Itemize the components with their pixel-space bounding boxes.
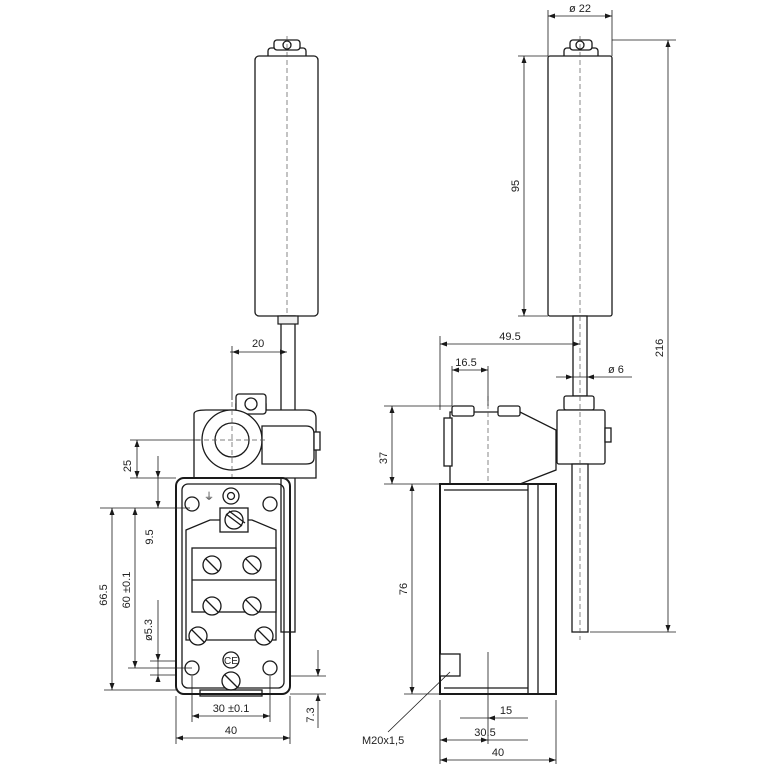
dim-cap-16-5: 16.5 [455,357,476,369]
dim-height-25: 25 [122,460,134,472]
dim-roller-dia: ø 22 [569,3,591,15]
dim-body-76: 76 [398,583,410,595]
front-roller [254,36,319,330]
dim-roller-offset: 20 [252,338,264,350]
dim-height-66-5: 66.5 [98,584,110,605]
side-view: ø 22 95 216 49.5 16.5 ø 6 37 76 15 30.5 … [362,3,676,764]
dim-height-60: 60 ±0.1 [121,572,133,609]
svg-text:CE: CE [224,656,238,667]
dim-entry-15: 15 [500,705,512,717]
side-lever-rod [556,315,612,640]
dim-front-width: 40 [225,725,237,737]
dim-total-height: 216 [654,339,666,357]
side-dimensions [384,10,676,764]
dim-rod-dia: ø 6 [608,364,624,376]
front-lever-head [193,393,321,479]
dim-head-37: 37 [378,452,390,464]
dim-base-7-3: 7.3 [305,707,317,722]
dim-side-width: 40 [492,747,504,759]
dim-hole-dia: ø5.3 [143,619,155,641]
front-dimensions [100,346,326,744]
side-switch-body [439,396,557,695]
dim-roller-length: 95 [510,180,522,192]
svg-text:⏚: ⏚ [204,491,214,503]
dim-height-9-5: 9.5 [144,529,156,544]
dim-lever-reach: 49.5 [499,331,520,343]
dim-entry-30-5: 30.5 [474,727,495,739]
front-switch-body: ⏚ CE [175,477,291,697]
front-view: ⏚ CE [98,36,326,744]
side-roller [547,36,613,330]
dim-hole-spacing: 30 ±0.1 [213,703,250,715]
dim-thread: M20x1,5 [362,735,404,747]
